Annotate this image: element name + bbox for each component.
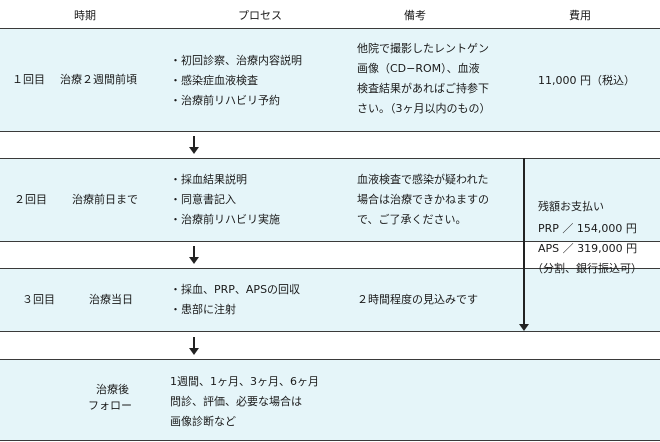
divider <box>0 331 660 332</box>
process-item: 画像診断など <box>170 415 236 428</box>
row-band-3 <box>0 268 660 332</box>
process-item: ・同意書記入 <box>170 193 236 206</box>
process-item: 問診、評価、必要な場合は <box>170 395 302 408</box>
divider <box>0 359 660 360</box>
row-band-4 <box>0 360 660 440</box>
visit-label: １回目 <box>12 73 45 86</box>
divider <box>0 131 660 132</box>
header-process: プロセス <box>238 9 282 22</box>
balance-heading: 残額お支払い <box>538 200 604 213</box>
process-item: ・治療前リハビリ予約 <box>170 94 280 107</box>
header-cost: 費用 <box>569 9 591 22</box>
visit-label: ３回目 <box>22 293 55 306</box>
divider <box>0 268 660 269</box>
row-band-1 <box>0 28 660 132</box>
timing-label: 治療後 <box>96 383 129 396</box>
process-item: ・初回診察、治療内容説明 <box>170 54 302 67</box>
notes-line: ２時間程度の見込みです <box>357 293 478 306</box>
balance-payment-note: （分割、銀行振込可） <box>532 262 642 275</box>
timing-label: フォロー <box>88 399 132 412</box>
divider <box>0 241 660 242</box>
divider <box>0 28 660 29</box>
header-notes: 備考 <box>404 9 426 22</box>
timing-label: 治療前日まで <box>72 193 138 206</box>
notes-line: 画像（CD−ROM）、血液 <box>357 62 480 75</box>
balance-prp: PRP ／ 154,000 円 <box>538 222 637 235</box>
notes-line: 他院で撮影したレントゲン <box>357 42 489 55</box>
process-item: 1週間、1ヶ月、3ヶ月、6ヶ月 <box>170 375 319 388</box>
balance-span-line <box>523 158 525 328</box>
row-band-2 <box>0 158 660 242</box>
notes-line: 血液検査で感染が疑われた <box>357 173 489 186</box>
process-item: ・採血、PRP、APSの回収 <box>170 283 301 296</box>
cost-value: 11,000 円（税込） <box>538 74 635 87</box>
notes-line: 場合は治療できかねますの <box>357 193 489 206</box>
down-arrow-icon <box>189 246 199 264</box>
process-item: ・患部に注射 <box>170 303 236 316</box>
process-item: ・採血結果説明 <box>170 173 247 186</box>
notes-line: で、ご了承ください。 <box>357 213 467 226</box>
down-arrow-icon <box>189 136 199 154</box>
divider <box>0 440 660 441</box>
notes-line: さい。（3ヶ月以内のもの） <box>357 102 491 115</box>
down-arrow-icon <box>519 324 529 331</box>
down-arrow-icon <box>189 337 199 355</box>
timing-label: 治療当日 <box>89 293 133 306</box>
visit-label: ２回目 <box>14 193 47 206</box>
timing-label: 治療２週間前頃 <box>60 73 137 86</box>
divider <box>0 158 660 159</box>
process-item: ・感染症血液検査 <box>170 74 258 87</box>
header-period: 時期 <box>74 9 96 22</box>
process-item: ・治療前リハビリ実施 <box>170 213 280 226</box>
balance-aps: APS ／ 319,000 円 <box>538 242 638 255</box>
notes-line: 検査結果があればご持参下 <box>357 82 489 95</box>
